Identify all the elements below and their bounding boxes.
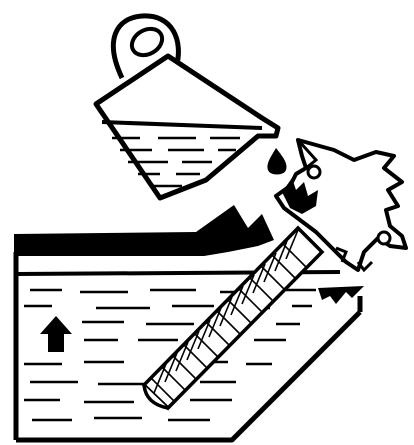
- container-broken-edge: [318, 286, 364, 304]
- measuring-jug-icon: [96, 16, 278, 198]
- fill-level-arrow-icon: [40, 316, 72, 352]
- container-top-wall: [14, 205, 274, 256]
- liquid-drop-icon: [267, 148, 286, 175]
